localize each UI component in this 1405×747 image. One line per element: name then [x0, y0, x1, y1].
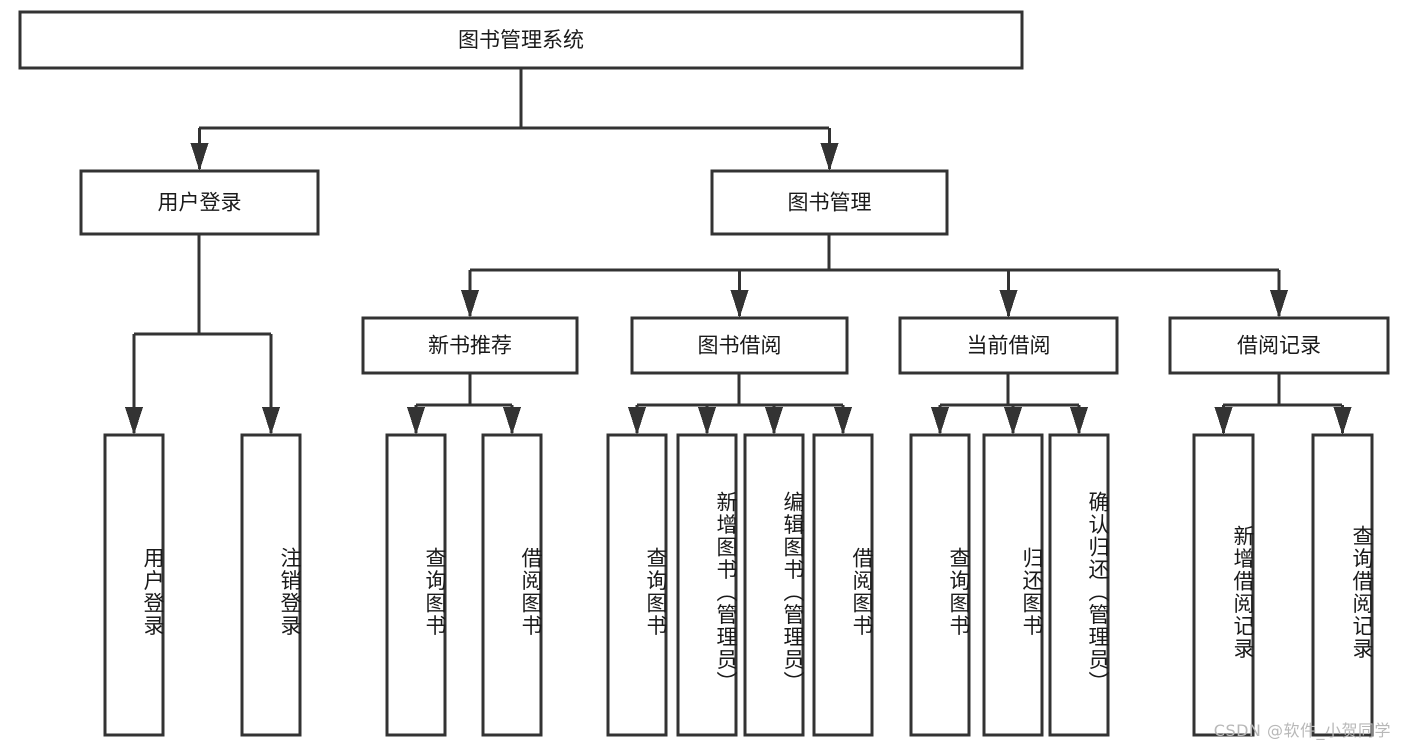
arrow-head-icon — [190, 143, 209, 171]
node-label: 新增借阅记录 — [1231, 524, 1255, 660]
node-label: 用户登录 — [158, 191, 242, 215]
arrow-head-icon — [1004, 407, 1022, 435]
arrow-head-icon — [125, 407, 143, 435]
node-label: 注销登录 — [278, 547, 302, 637]
node-查询图书[interactable] — [385, 433, 447, 737]
node-label: 当前借阅 — [967, 334, 1051, 358]
node-查询图书[interactable] — [909, 433, 971, 737]
arrow-head-icon — [1070, 407, 1088, 435]
node-查询图书-label-area[interactable]: 查询图书 — [608, 435, 668, 735]
node-label: 图书借阅 — [698, 334, 782, 358]
node-查询图书[interactable] — [606, 433, 668, 737]
node-box[interactable] — [606, 433, 668, 737]
node-box[interactable] — [385, 433, 447, 737]
node-查询图书-label-area[interactable]: 查询图书 — [911, 435, 971, 735]
node-box[interactable] — [1168, 316, 1390, 375]
arrow-head-icon — [999, 290, 1018, 318]
node-label: 借阅图书 — [850, 547, 874, 637]
node-用户登录[interactable]: 用户登录 — [79, 169, 320, 236]
node-label: 查询图书 — [644, 547, 668, 637]
node-label: 借阅图书 — [519, 547, 543, 637]
node-box[interactable] — [18, 10, 1024, 70]
node-box[interactable] — [79, 169, 320, 236]
node-label: 图书管理系统 — [458, 28, 584, 52]
node-注销登录[interactable] — [240, 433, 302, 737]
node-box[interactable] — [361, 316, 579, 375]
node-box[interactable] — [743, 433, 805, 737]
node-归还图书[interactable] — [982, 433, 1044, 737]
node-label: 借阅记录 — [1237, 334, 1321, 358]
node-box[interactable] — [1311, 433, 1374, 737]
node-归还图书-label-area[interactable]: 归还图书 — [984, 435, 1044, 735]
node-新增借阅记录-label-area[interactable]: 新增借阅记录 — [1194, 435, 1255, 735]
arrow-head-icon — [407, 407, 425, 435]
arrow-head-icon — [834, 407, 852, 435]
connectors-layer — [125, 68, 1352, 435]
node-用户登录[interactable] — [103, 433, 165, 737]
node-box[interactable] — [481, 433, 543, 737]
node-label: 归还图书 — [1020, 547, 1044, 637]
node-图书借阅[interactable]: 图书借阅 — [630, 316, 849, 375]
node-编辑图书管理员-label-area[interactable]: 编辑图书（管理员） — [745, 435, 805, 735]
node-label: 查询图书 — [947, 547, 971, 637]
node-label: 查询图书 — [423, 547, 447, 637]
node-查询借阅记录[interactable] — [1311, 433, 1374, 737]
node-新书推荐[interactable]: 新书推荐 — [361, 316, 579, 375]
node-box[interactable] — [1048, 433, 1110, 737]
node-借阅图书[interactable] — [481, 433, 543, 737]
node-确认归还管理员[interactable] — [1048, 433, 1110, 737]
node-box[interactable] — [103, 433, 165, 737]
node-图书管理系统[interactable]: 图书管理系统 — [18, 10, 1024, 70]
node-box[interactable] — [710, 169, 949, 236]
csdn-watermark: CSDN @软件_小贺同学 — [1213, 721, 1391, 740]
node-用户登录-label-area[interactable]: 用户登录 — [105, 435, 165, 735]
arrow-head-icon — [698, 407, 716, 435]
node-box[interactable] — [630, 316, 849, 375]
node-编辑图书管理员[interactable] — [743, 433, 805, 737]
arrow-head-icon — [730, 290, 749, 318]
node-label: 用户登录 — [141, 547, 165, 637]
node-新增图书管理员[interactable] — [676, 433, 738, 737]
node-label: 新增图书（管理员） — [714, 490, 738, 694]
node-查询图书-label-area[interactable]: 查询图书 — [387, 435, 447, 735]
node-借阅图书[interactable] — [812, 433, 874, 737]
arrow-head-icon — [931, 407, 949, 435]
arrow-head-icon — [820, 143, 839, 171]
node-box[interactable] — [676, 433, 738, 737]
node-label: 查询借阅记录 — [1350, 524, 1374, 660]
node-图书管理[interactable]: 图书管理 — [710, 169, 949, 236]
node-新增图书管理员-label-area[interactable]: 新增图书（管理员） — [678, 435, 738, 735]
node-当前借阅[interactable]: 当前借阅 — [898, 316, 1119, 375]
arrow-head-icon — [1214, 407, 1233, 435]
arrow-head-icon — [765, 407, 783, 435]
arrow-head-icon — [1333, 407, 1352, 435]
node-借阅图书-label-area[interactable]: 借阅图书 — [814, 435, 874, 735]
node-label: 新书推荐 — [428, 334, 512, 358]
node-box[interactable] — [240, 433, 302, 737]
node-label: 确认归还（管理员） — [1086, 490, 1110, 694]
arrow-head-icon — [628, 407, 646, 435]
node-box[interactable] — [909, 433, 971, 737]
arrow-head-icon — [262, 407, 280, 435]
arrow-head-icon — [1270, 290, 1288, 318]
arrow-head-icon — [503, 407, 521, 435]
node-box[interactable] — [982, 433, 1044, 737]
node-借阅图书-label-area[interactable]: 借阅图书 — [483, 435, 543, 735]
node-借阅记录[interactable]: 借阅记录 — [1168, 316, 1390, 375]
node-新增借阅记录[interactable] — [1192, 433, 1255, 737]
node-确认归还管理员-label-area[interactable]: 确认归还（管理员） — [1050, 435, 1110, 735]
node-查询借阅记录-label-area[interactable]: 查询借阅记录 — [1313, 435, 1374, 735]
node-label: 编辑图书（管理员） — [781, 490, 805, 694]
node-box[interactable] — [898, 316, 1119, 375]
node-box[interactable] — [812, 433, 874, 737]
arrow-head-icon — [461, 290, 479, 318]
node-注销登录-label-area[interactable]: 注销登录 — [242, 435, 302, 735]
node-label: 图书管理 — [788, 191, 872, 215]
node-box[interactable] — [1192, 433, 1255, 737]
